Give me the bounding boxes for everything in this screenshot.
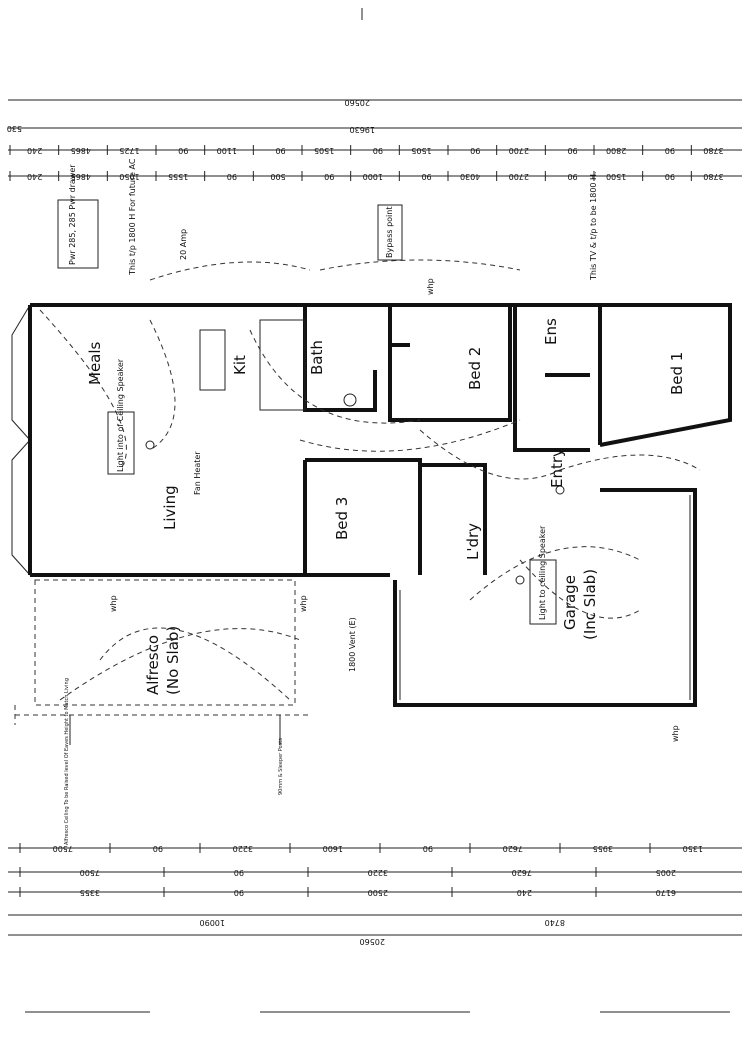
annotation-notes: Pwr 285, 285 Pwr drawer This t/p 1800 H … bbox=[57, 158, 680, 742]
bottom-dimensions: 20560 10090 8740 7500 90 3220 1600 90 7620 395… bbox=[8, 678, 742, 946]
dimension-value: 7620 bbox=[503, 844, 523, 853]
dimension-value: 1050 bbox=[119, 172, 139, 181]
dimension-value: 4865 bbox=[71, 172, 91, 181]
dimension-value: 90 bbox=[153, 844, 163, 853]
whp-mark-1: whp bbox=[109, 595, 118, 612]
bottom-overall-b-left: 10090 bbox=[200, 918, 225, 927]
dimension-value: 1555 bbox=[168, 172, 188, 181]
top-left-dim: 530 bbox=[7, 124, 22, 133]
alfresco-outline bbox=[14, 579, 310, 725]
dimension-value: 2700 bbox=[509, 172, 529, 181]
top-row-1: 240 4865 1725 90 1100 90 1505 90 1505 90 2700 90 280… bbox=[9, 145, 724, 155]
room-garage: Garage bbox=[561, 575, 579, 630]
dimension-value: 6170 bbox=[656, 888, 676, 897]
bottom-overall-b-right: 8740 bbox=[545, 918, 565, 927]
dimension-value: 3220 bbox=[233, 844, 253, 853]
note-light-garage: Light to ceiling Speaker bbox=[538, 525, 547, 620]
dimension-value: 3220 bbox=[368, 868, 388, 877]
dimension-value: 90 bbox=[567, 146, 577, 155]
dimension-value: 3780 bbox=[703, 146, 723, 155]
dimension-value: 90 bbox=[665, 146, 675, 155]
dimension-value: 2800 bbox=[606, 146, 626, 155]
dimension-value: 1505 bbox=[411, 146, 431, 155]
dimension-value: 3780 bbox=[703, 172, 723, 181]
top-dimensions: 20560 19630 530 240 4865 1725 90 1100 90 1505 9… bbox=[7, 98, 742, 181]
dimension-value: 1725 bbox=[119, 146, 139, 155]
room-ldry: L'dry bbox=[464, 523, 482, 560]
dimension-value: 90 bbox=[567, 172, 577, 181]
dimension-value: 500 bbox=[270, 172, 285, 181]
dimension-value: 1350 bbox=[683, 844, 703, 853]
note-power-drawer: Pwr 285, 285 Pwr drawer bbox=[68, 164, 77, 265]
whp-mark-4: whp bbox=[426, 278, 435, 295]
note-plug-tap: This t/p 1800 H For future AC bbox=[128, 158, 137, 276]
room-ens: Ens bbox=[542, 318, 560, 345]
note-vent: 1800 Vent (E) bbox=[348, 617, 357, 672]
dimension-value: 240 bbox=[517, 888, 532, 897]
room-living: Living bbox=[161, 485, 179, 530]
dimension-value: 3955 bbox=[593, 844, 613, 853]
dimension-value: 90 bbox=[234, 868, 244, 877]
dimension-value: 1505 bbox=[314, 146, 334, 155]
dimension-value: 90 bbox=[275, 146, 285, 155]
note-bypass: Bypass point bbox=[385, 207, 394, 258]
dimension-value: 240 bbox=[27, 146, 42, 155]
room-alfresco-sub: (No Slab) bbox=[164, 626, 182, 695]
dimension-value: 90 bbox=[373, 146, 383, 155]
top-row-2: 240 4865 1050 1555 90 500 90 1000 90 4030 2700 90 15… bbox=[9, 171, 724, 181]
dimension-value: 3355 bbox=[80, 888, 100, 897]
dimension-value: 2700 bbox=[509, 146, 529, 155]
dimension-value: 1000 bbox=[363, 172, 383, 181]
dimension-value: 90 bbox=[227, 172, 237, 181]
dimension-value: 2005 bbox=[656, 868, 676, 877]
dimension-value: 90 bbox=[421, 172, 431, 181]
bottom-row-3: 3355 90 2500 240 6170 bbox=[19, 887, 676, 897]
dimension-value: 1500 bbox=[606, 172, 626, 181]
dimension-value: 90 bbox=[234, 888, 244, 897]
whp-mark-2: whp bbox=[299, 595, 308, 612]
room-kit: Kit bbox=[231, 355, 249, 375]
bottom-row-1: 7500 90 3220 1600 90 7620 3955 1350 bbox=[19, 843, 703, 853]
room-garage-sub: (Inc Slab) bbox=[581, 569, 599, 640]
room-meals: Meals bbox=[86, 341, 104, 385]
dimension-value: 7620 bbox=[512, 868, 532, 877]
top-overall-b: 19630 bbox=[350, 125, 375, 134]
note-tv-tp: This TV & t/p to be 1800 H. bbox=[589, 172, 598, 281]
bottom-row-2: 7500 90 3220 7620 2005 bbox=[19, 867, 676, 877]
room-alfresco: Alfresco bbox=[144, 635, 162, 695]
room-bath: Bath bbox=[308, 340, 326, 375]
note-amp: 20 Amp bbox=[179, 229, 188, 260]
dimension-value: 90 bbox=[178, 146, 188, 155]
dimension-value: 4030 bbox=[460, 172, 480, 181]
house-walls bbox=[11, 303, 732, 707]
bottom-note-alfresco: Alfresco Ceiling To be Raised level Of E… bbox=[64, 678, 70, 845]
dimension-value: 90 bbox=[324, 172, 334, 181]
dimension-value: 4865 bbox=[71, 146, 91, 155]
dimension-value: 2500 bbox=[368, 888, 388, 897]
room-labels: Meals Kit Bath Bed 2 Ens Bed 1 Living Be… bbox=[86, 318, 686, 695]
room-bed3: Bed 3 bbox=[333, 497, 351, 540]
dimension-value: 1600 bbox=[323, 844, 343, 853]
dimension-value: 90 bbox=[665, 172, 675, 181]
room-bed2: Bed 2 bbox=[466, 347, 484, 390]
note-light-meals: Light into of Ceiling Speaker bbox=[116, 358, 125, 472]
top-overall-a: 20560 bbox=[345, 98, 370, 107]
whp-mark-3: whp bbox=[671, 725, 680, 742]
dimension-value: 7500 bbox=[53, 844, 73, 853]
dimension-value: 90 bbox=[470, 146, 480, 155]
dimension-value: 7500 bbox=[80, 868, 100, 877]
dimension-value: 90 bbox=[423, 844, 433, 853]
dimension-value: 240 bbox=[27, 172, 42, 181]
room-entry: Entry bbox=[548, 448, 566, 488]
note-fan-heater: Fan Heater bbox=[193, 451, 202, 495]
room-bed1: Bed 1 bbox=[668, 352, 686, 395]
dimension-value: 1100 bbox=[217, 146, 237, 155]
bottom-note-stairs: 90mm & Sleeper Posts bbox=[278, 738, 284, 795]
bottom-overall-a: 20560 bbox=[360, 937, 385, 946]
electrical-wiring bbox=[39, 259, 701, 619]
scan-marks bbox=[25, 8, 730, 1013]
